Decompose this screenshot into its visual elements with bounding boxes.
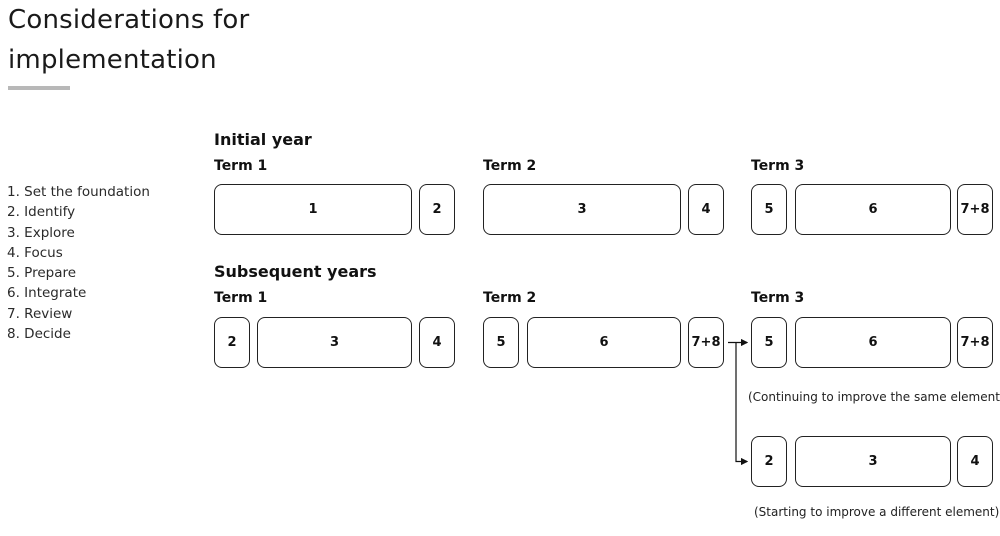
subsequent-term-1-stage-box: 4 [419, 317, 455, 368]
initial-term-3-label: Term 3 [751, 158, 805, 174]
legend-item-1: 1. Set the foundation [7, 184, 150, 200]
initial-term-2-stage-box: 4 [688, 184, 724, 235]
subsequent-term-3-different-stage-box: 4 [957, 436, 993, 487]
subsequent-term-2-stage-box: 5 [483, 317, 519, 368]
subsequent-term-2-label: Term 2 [483, 290, 537, 306]
legend-item-8: 8. Decide [7, 326, 71, 343]
different-element-note: (Starting to improve a different element… [754, 505, 1000, 519]
legend-item-5: 5. Prepare [7, 265, 77, 282]
subsequent-term-3-label: Term 3 [751, 290, 805, 306]
legend-item-7: 7. Review [7, 305, 73, 322]
subsequent-term-3-same-stage-box: 7+8 [957, 317, 993, 368]
subsequent-term-1-stage-box: 3 [257, 317, 412, 368]
stage-legend: 1. Set the foundation 2. Identify 3. Exp… [7, 182, 150, 344]
initial-term-1-label: Term 1 [214, 158, 268, 174]
initial-term-1-stage-box: 1 [214, 184, 412, 235]
subsequent-term-3-different-stage-box: 2 [751, 436, 787, 487]
initial-term-3-stage-box: 5 [751, 184, 787, 235]
legend-item-2: 2. Identify [7, 204, 76, 221]
subsequent-term-1-stage-box: 2 [214, 317, 250, 368]
initial-term-1-stage-box: 2 [419, 184, 455, 235]
initial-term-3-stage-box: 6 [795, 184, 951, 235]
legend-item-6: 6. Integrate [7, 285, 87, 302]
subsequent-term-2-stage-box: 6 [527, 317, 681, 368]
subsequent-term-3-different-stage-box: 3 [795, 436, 951, 487]
legend-item-3: 3. Explore [7, 224, 75, 241]
subsequent-term-3-same-stage-box: 6 [795, 317, 951, 368]
initial-term-2-label: Term 2 [483, 158, 537, 174]
initial-term-3-stage-box: 7+8 [957, 184, 993, 235]
subsequent-term-3-same-stage-box: 5 [751, 317, 787, 368]
initial-year-heading: Initial year [214, 130, 312, 149]
subsequent-term-1-label: Term 1 [214, 290, 268, 306]
initial-term-2-stage-box: 3 [483, 184, 681, 235]
arrow-to-different-element [735, 342, 749, 466]
title-underline [8, 86, 70, 90]
subsequent-years-heading: Subsequent years [214, 262, 377, 281]
legend-item-4: 4. Focus [7, 244, 63, 261]
same-element-note: (Continuing to improve the same element) [748, 390, 1000, 404]
subsequent-term-2-stage-box: 7+8 [688, 317, 724, 368]
page-title-line-1: Considerations for [8, 5, 250, 35]
page-title: Considerations for implementation [8, 0, 249, 80]
page-title-line-2: implementation [8, 45, 217, 75]
